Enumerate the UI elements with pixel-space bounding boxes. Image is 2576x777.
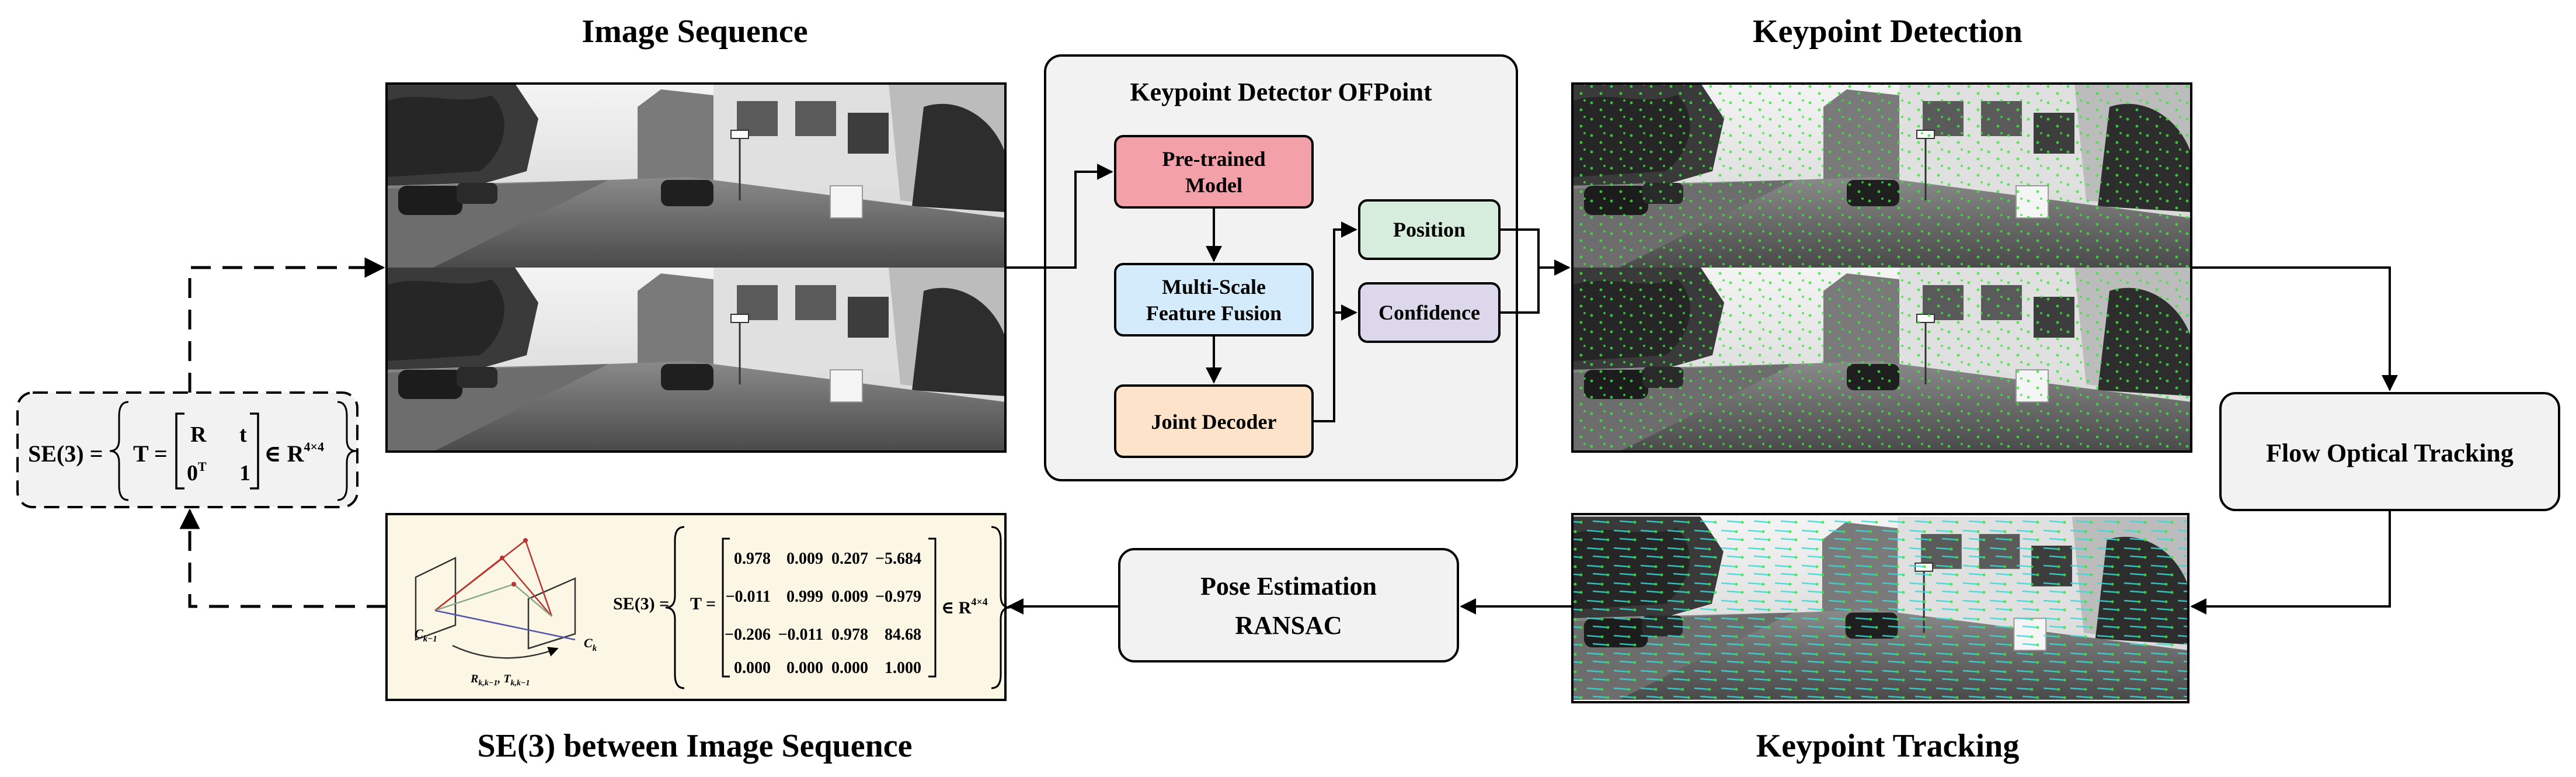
arrow-def-to-sequence xyxy=(188,257,385,393)
matrix-cell: −0.011 xyxy=(778,626,823,644)
detector-title: Keypoint Detector OFPoint xyxy=(1130,78,1432,106)
arrow-seq-to-model xyxy=(1005,164,1113,269)
pretrained-model-label-2: Model xyxy=(1185,174,1242,197)
matrix-cell: 0.000 xyxy=(786,659,823,677)
arrow-position-to-detection xyxy=(1499,228,1571,276)
pose-estimation-label: Pose Estimation xyxy=(1200,572,1377,601)
camera-prev-label: Ck−1 xyxy=(415,626,437,644)
arrow-confidence-to-detection xyxy=(1499,268,1540,314)
transform-label: Rk,k−1, Tk,k−1 xyxy=(470,672,530,688)
matrix-cell: 1.000 xyxy=(885,659,921,677)
pose-estimation-box xyxy=(1118,548,1459,662)
feature-fusion-label-2: Feature Fusion xyxy=(1146,301,1282,325)
ransac-label: RANSAC xyxy=(1235,611,1342,640)
se3-def-one: 1 xyxy=(239,461,250,485)
se3-def-R: R xyxy=(190,422,207,447)
se3-result-panel: Ck−1 Ck Rk,k−1, Tk,k−1 SE(3) = T = 0.978… xyxy=(385,513,1011,701)
se3-result-in: ∈ R4×4 xyxy=(941,596,988,618)
matrix-cell: −0.011 xyxy=(726,588,771,606)
matrix-cell: −0.206 xyxy=(725,626,771,644)
sequence-frame-2 xyxy=(387,268,1005,452)
se3-def-T: T = xyxy=(133,440,168,467)
matrix-cell: 0.999 xyxy=(786,588,823,606)
camera-cur-label: Ck xyxy=(584,636,597,653)
se3-def-lhs: SE(3) = xyxy=(28,440,103,467)
title-keypoint-detection: Keypoint Detection xyxy=(1753,13,2022,50)
se3-def-zero: 0T xyxy=(187,459,207,485)
matrix-cell: −0.979 xyxy=(875,588,921,606)
arrow-flow-to-tracking xyxy=(2190,510,2391,615)
se3-def-in: ∈ R4×4 xyxy=(264,439,324,467)
matrix-cell: 0.000 xyxy=(734,659,771,677)
pretrained-model-label-1: Pre-trained xyxy=(1162,147,1265,171)
feature-fusion-label-1: Multi-Scale xyxy=(1162,275,1266,299)
joint-decoder-label: Joint Decoder xyxy=(1151,410,1277,433)
matrix-cell: 0.009 xyxy=(831,588,868,606)
arrow-detection-to-flow xyxy=(2191,266,2398,391)
matrix-cell: −5.684 xyxy=(875,550,921,568)
se3-definition-box: SE(3) = T = R t 0T 1 ∈ R4×4 xyxy=(16,391,358,508)
title-se3-between: SE(3) between Image Sequence xyxy=(477,728,912,764)
se3-result-matrix: 0.978 0.009 0.207 −5.684 −0.011 0.999 0.009 −0.… xyxy=(725,550,921,677)
sequence-frame-1 xyxy=(387,84,1005,268)
image-sequence-frames xyxy=(385,82,1007,453)
matrix-cell: 0.978 xyxy=(734,550,771,568)
position-label: Position xyxy=(1393,218,1465,241)
matrix-cell: 84.68 xyxy=(885,626,921,644)
title-keypoint-tracking: Keypoint Tracking xyxy=(1756,728,2020,764)
se3-result-lhs: SE(3) = xyxy=(613,594,669,613)
keypoint-tracking-frame xyxy=(1571,513,2189,703)
matrix-cell: 0.978 xyxy=(831,626,868,644)
detector-panel: Keypoint Detector OFPoint Pre-trained Mo… xyxy=(1044,54,1518,481)
matrix-cell: 0.000 xyxy=(831,659,868,677)
se3-result-T: T = xyxy=(690,594,716,613)
keypoint-detection-frames xyxy=(1571,82,2192,453)
se3-result-bg xyxy=(385,513,1007,701)
camera-geometry-sketch xyxy=(415,538,576,659)
matrix-cell: 0.009 xyxy=(786,550,823,568)
arrow-result-to-def xyxy=(179,508,387,608)
matrix-cell: 0.207 xyxy=(831,550,868,568)
se3-def-t: t xyxy=(239,422,247,447)
confidence-label: Confidence xyxy=(1378,301,1480,324)
title-image-sequence: Image Sequence xyxy=(582,13,807,50)
flow-optical-tracking-label: Flow Optical Tracking xyxy=(2266,439,2514,467)
